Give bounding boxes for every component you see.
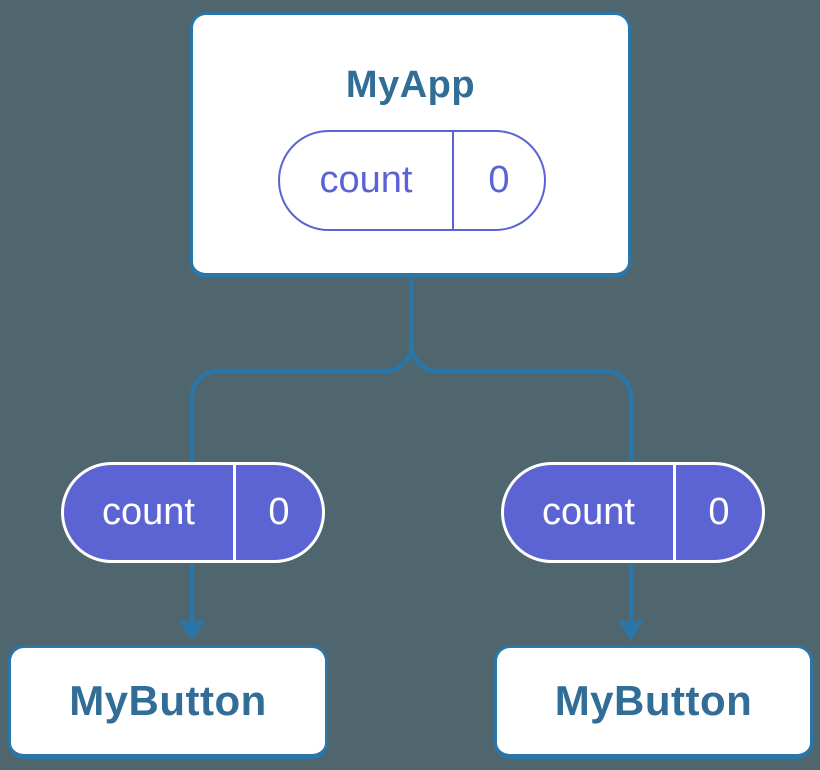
state-value: 0 <box>488 159 510 201</box>
node-mybutton-left-label: MyButton <box>69 677 267 724</box>
node-mybutton-right: MyButton <box>494 645 813 759</box>
node-myapp-label: MyApp <box>345 64 476 106</box>
connector-right-branch <box>409 270 634 626</box>
state-name: count <box>280 132 454 229</box>
state-name: count <box>504 465 676 560</box>
node-mybutton-left: MyButton <box>8 645 328 759</box>
state-name: count <box>64 465 236 560</box>
state-pill-left-child: count 0 <box>61 462 325 563</box>
state-pill-myapp: count 0 <box>278 130 546 231</box>
arrowhead-right-icon <box>617 618 645 641</box>
state-value: 0 <box>268 491 290 533</box>
node-myapp: MyApp count 0 <box>190 12 631 278</box>
node-mybutton-right-label: MyButton <box>554 677 753 724</box>
state-value: 0 <box>708 491 730 533</box>
arrowhead-left-icon <box>178 618 206 641</box>
connector-left-branch <box>189 270 414 626</box>
state-pill-right-child: count 0 <box>501 462 765 563</box>
